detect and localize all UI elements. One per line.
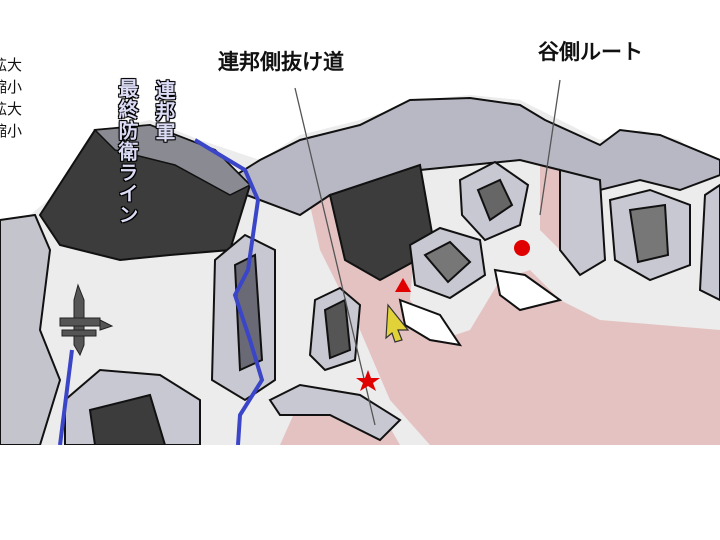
valley-route-label: 谷側ルート (538, 40, 643, 64)
federal-passage-label: 連邦側抜け道 (218, 50, 344, 74)
arrow-cursor (385, 303, 410, 343)
zoom-out-button-2[interactable]: 縮小 (0, 122, 23, 140)
triangle-marker (395, 278, 411, 292)
zoom-in-button[interactable]: 拡大 (0, 56, 23, 74)
defense-line (193, 138, 265, 445)
federal-line-label-2: 最終防衛ライン (115, 78, 140, 226)
ship-icon (59, 283, 114, 357)
zoom-out-button[interactable]: 縮小 (0, 78, 23, 96)
battle-map[interactable] (0, 0, 720, 445)
circle-marker (514, 240, 530, 256)
zoom-in-button-2[interactable]: 拡大 (0, 100, 23, 118)
star-marker (356, 370, 380, 391)
federal-line-label-1: 連邦軍 (152, 80, 177, 144)
